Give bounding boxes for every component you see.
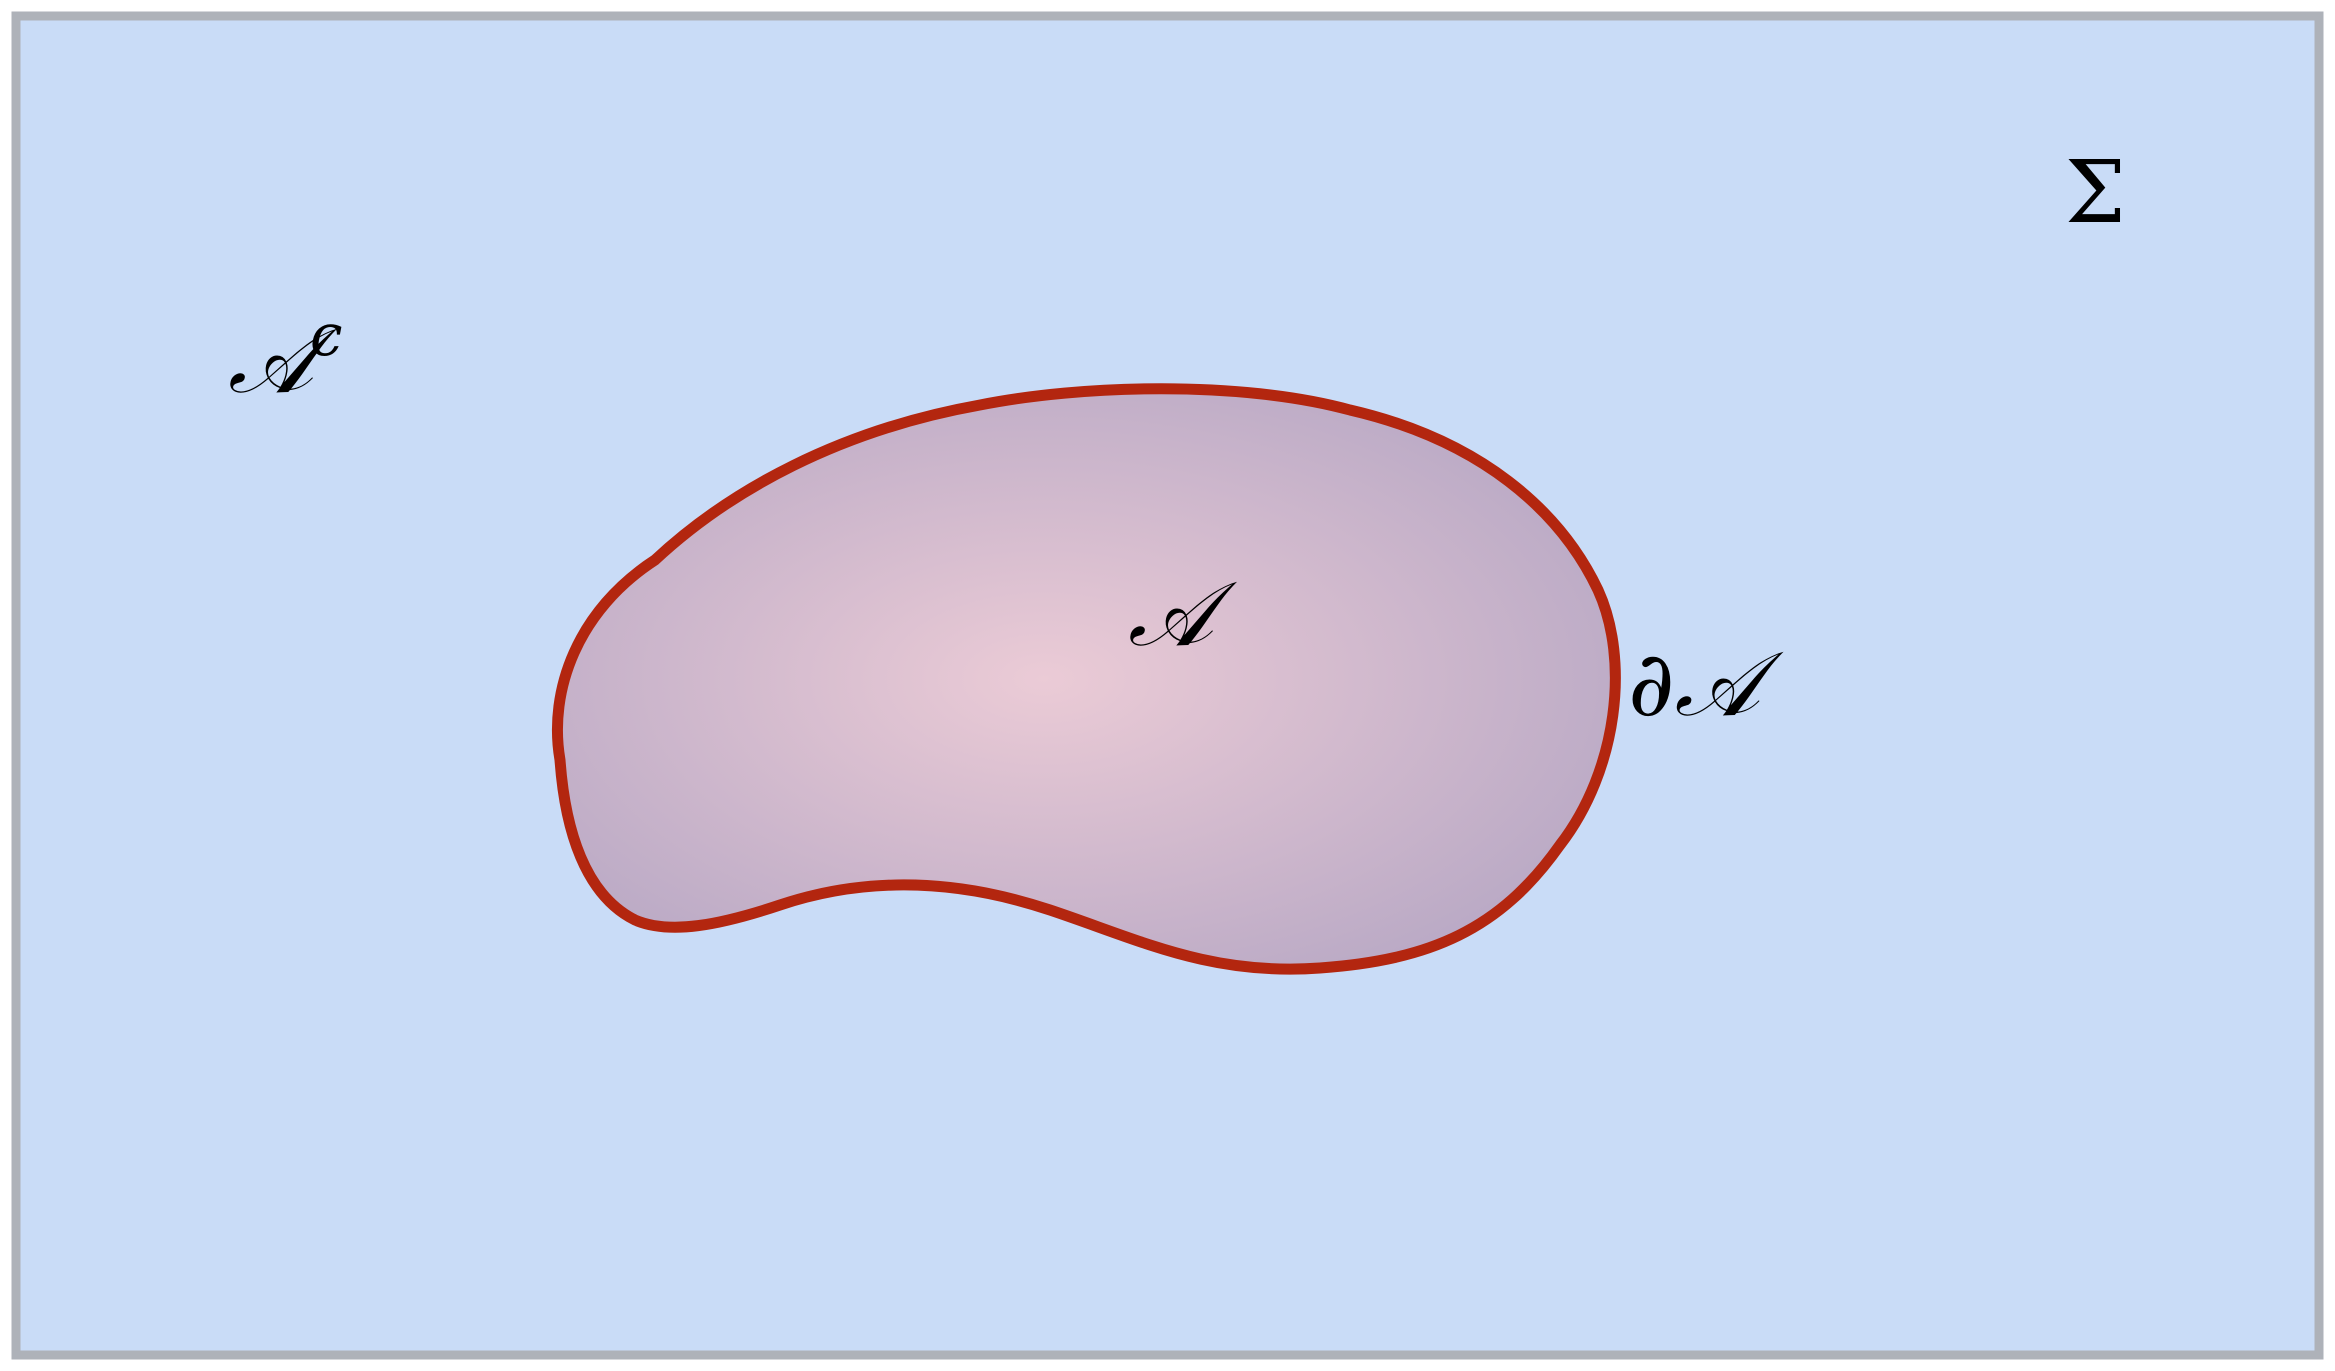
label-sigma: Σ bbox=[2065, 143, 2126, 243]
label-complement-sup: c bbox=[310, 301, 342, 369]
label-boundary: ∂𝒜 bbox=[1628, 632, 1785, 737]
set-region-A bbox=[551, 383, 1621, 975]
